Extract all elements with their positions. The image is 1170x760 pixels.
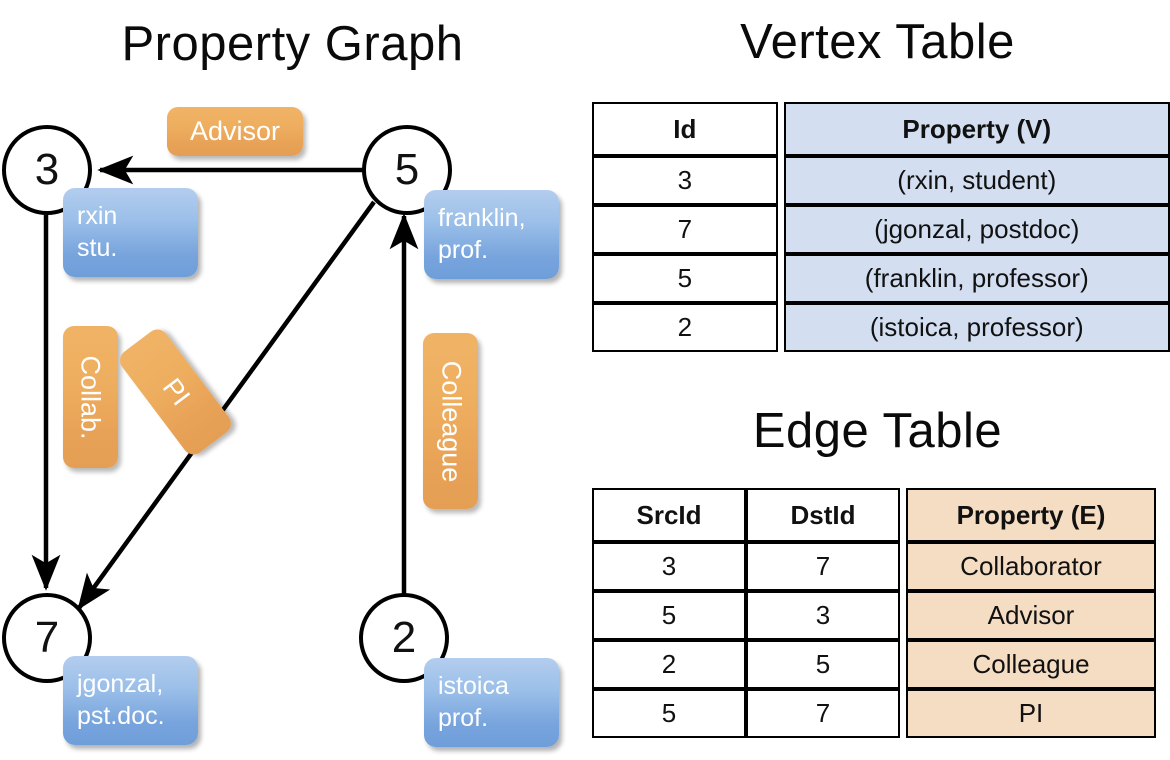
vertex-cell-property: (jgonzal, postdoc) — [783, 205, 1170, 254]
edge-cell-dstid: 7 — [746, 542, 900, 591]
table-row: 3 (rxin, student) — [592, 156, 1170, 205]
vertex-table-header-property: Property (V) — [783, 102, 1170, 156]
vertex-table-header-id: Id — [592, 102, 778, 156]
graph-node-5-label: 5 — [394, 145, 420, 194]
page-title-vertex-table: Vertex Table — [740, 15, 1015, 69]
graph-node-2[interactable]: 2 — [359, 593, 449, 683]
table-row: 3 7 Collaborator — [592, 542, 1156, 591]
edge-cell-srcid: 3 — [592, 542, 746, 591]
edge-5-to-7 — [77, 200, 376, 611]
edge-label-collab-text: Collab. — [76, 354, 107, 440]
vertex-property-box-5-line1: franklin, — [438, 204, 526, 232]
page-title-property-graph: Property Graph — [121, 17, 464, 71]
edge-label-advisor: Advisor — [167, 107, 303, 156]
edge-cell-dstid: 5 — [746, 640, 900, 689]
graph-edges-svg — [31, 155, 419, 611]
vertex-property-box-3-line2: stu. — [77, 234, 118, 262]
edge-label-colleague: Colleague — [423, 333, 478, 509]
edge-cell-property: Colleague — [906, 640, 1156, 689]
page-title-edge-table: Edge Table — [752, 404, 1003, 458]
table-row: 2 5 Colleague — [592, 640, 1156, 689]
edge-cell-dstid: 3 — [746, 591, 900, 640]
edge-label-colleague-text: Colleague — [436, 360, 466, 482]
vertex-property-box-7-line2: pst.doc. — [77, 702, 165, 730]
graph-node-3-label: 3 — [34, 145, 60, 194]
vertex-property-box-5: franklin, prof. — [424, 190, 559, 279]
vertex-cell-property: (istoica, professor) — [783, 303, 1170, 352]
edge-table-header-srcid: SrcId — [592, 488, 746, 542]
table-row: 5 3 Advisor — [592, 591, 1156, 640]
vertex-cell-id: 5 — [592, 254, 778, 303]
vertex-cell-id: 7 — [592, 205, 778, 254]
vertex-property-box-3-line1: rxin — [77, 202, 118, 230]
edge-cell-dstid: 7 — [746, 689, 900, 738]
vertex-property-box-2-line1: istoica — [438, 672, 509, 700]
graph-node-2-label: 2 — [391, 613, 417, 662]
vertex-cell-id: 3 — [592, 156, 778, 205]
edge-table: SrcId DstId Property (E) 3 7 Collaborato… — [592, 488, 1156, 738]
edge-label-advisor-text: Advisor — [189, 116, 281, 146]
vertex-property-box-3: rxin stu. — [63, 188, 198, 277]
edge-table-header-dstid: DstId — [746, 488, 900, 542]
graph-node-7-label: 7 — [34, 613, 60, 662]
vertex-cell-property: (rxin, student) — [783, 156, 1170, 205]
vertex-table: Id Property (V) 3 (rxin, student) 7 (jgo… — [592, 102, 1170, 352]
vertex-cell-id: 2 — [592, 303, 778, 352]
edge-cell-property: PI — [906, 689, 1156, 738]
vertex-cell-property: (franklin, professor) — [783, 254, 1170, 303]
edge-cell-srcid: 2 — [592, 640, 746, 689]
vertex-property-box-7-line1: jgonzal, — [77, 670, 164, 698]
edge-label-pi-text: PI — [156, 372, 196, 411]
edge-table-header-row: SrcId DstId Property (E) — [592, 488, 1156, 542]
table-row: 5 7 PI — [592, 689, 1156, 738]
edge-label-collab: Collab. — [63, 326, 118, 468]
edge-cell-property: Advisor — [906, 591, 1156, 640]
property-graph-diagram: 3 5 7 2 rxin stu. franklin, prof. jgonza… — [2, 107, 559, 747]
vertex-property-box-5-line2: prof. — [438, 236, 489, 264]
edge-cell-property: Collaborator — [906, 542, 1156, 591]
vertex-property-box-2-line2: prof. — [438, 704, 489, 732]
edge-cell-srcid: 5 — [592, 591, 746, 640]
vertex-property-box-2: istoica prof. — [424, 658, 559, 747]
table-row: 7 (jgonzal, postdoc) — [592, 205, 1170, 254]
edge-cell-srcid: 5 — [592, 689, 746, 738]
graph-node-5[interactable]: 5 — [362, 125, 452, 215]
table-row: 5 (franklin, professor) — [592, 254, 1170, 303]
vertex-property-box-7: jgonzal, pst.doc. — [63, 656, 198, 745]
vertex-table-header-row: Id Property (V) — [592, 102, 1170, 156]
table-row: 2 (istoica, professor) — [592, 303, 1170, 352]
edge-table-header-property: Property (E) — [906, 488, 1156, 542]
